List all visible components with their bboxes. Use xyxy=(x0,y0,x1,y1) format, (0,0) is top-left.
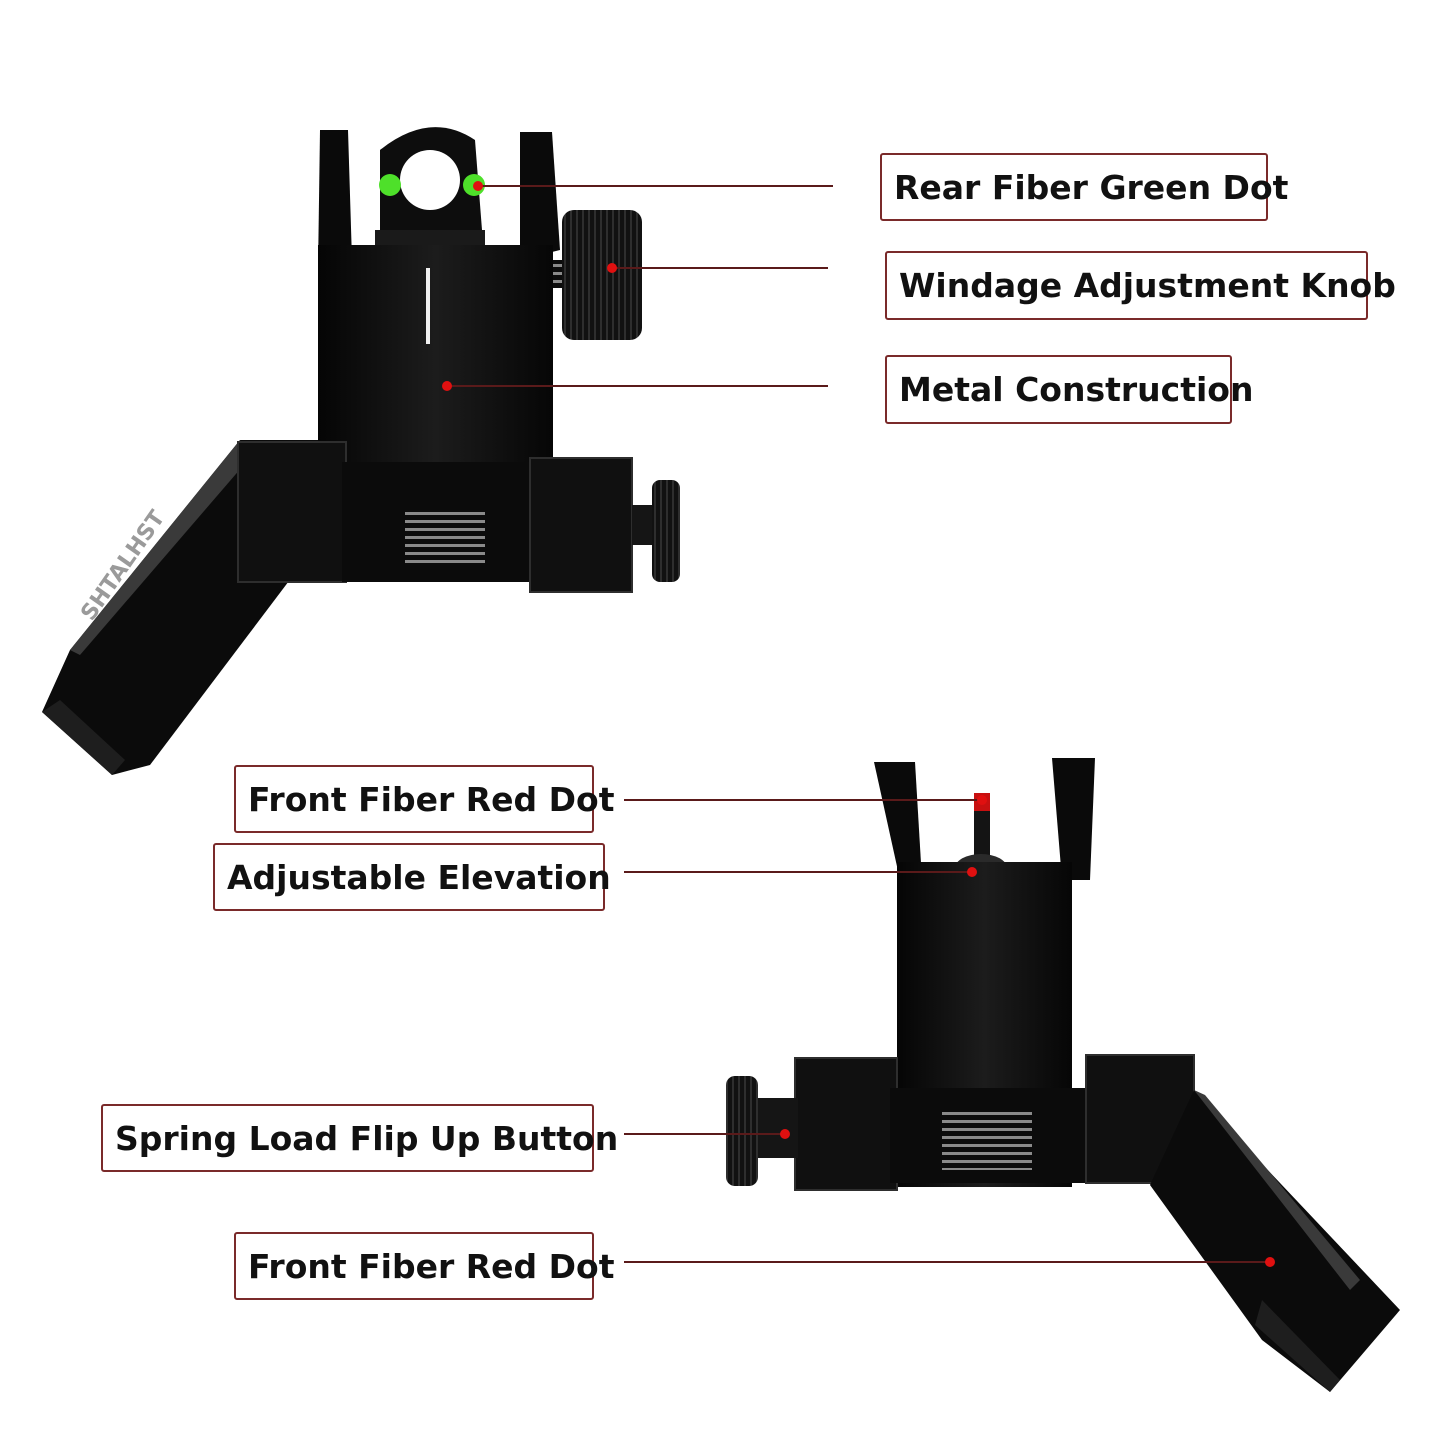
marker-dots xyxy=(442,181,1275,1267)
label-text: Adjustable Elevation xyxy=(227,857,611,897)
rear-sight: SHTALHST xyxy=(42,127,680,775)
label-rear-fiber-green-dot: Rear Fiber Green Dot xyxy=(880,153,1288,221)
label-front-fiber-red-dot-bottom: Front Fiber Red Dot xyxy=(234,1232,615,1300)
label-text: Front Fiber Red Dot xyxy=(248,779,615,819)
label-text: Rear Fiber Green Dot xyxy=(894,167,1289,207)
label-text: Windage Adjustment Knob xyxy=(899,266,1396,305)
label-front-fiber-red-dot-top: Front Fiber Red Dot xyxy=(234,765,615,833)
label-windage-adjustment-knob: Windage Adjustment Knob xyxy=(885,251,1396,320)
label-text: Front Fiber Red Dot xyxy=(248,1246,615,1286)
label-adjustable-elevation: Adjustable Elevation xyxy=(213,843,611,911)
leader-lines xyxy=(447,185,1270,1263)
label-spring-load-flip-up-button: Spring Load Flip Up Button xyxy=(101,1104,618,1172)
label-metal-construction: Metal Construction xyxy=(885,355,1253,424)
label-text: Metal Construction xyxy=(899,370,1254,409)
label-text: Spring Load Flip Up Button xyxy=(115,1118,619,1158)
front-sight xyxy=(726,758,1400,1392)
